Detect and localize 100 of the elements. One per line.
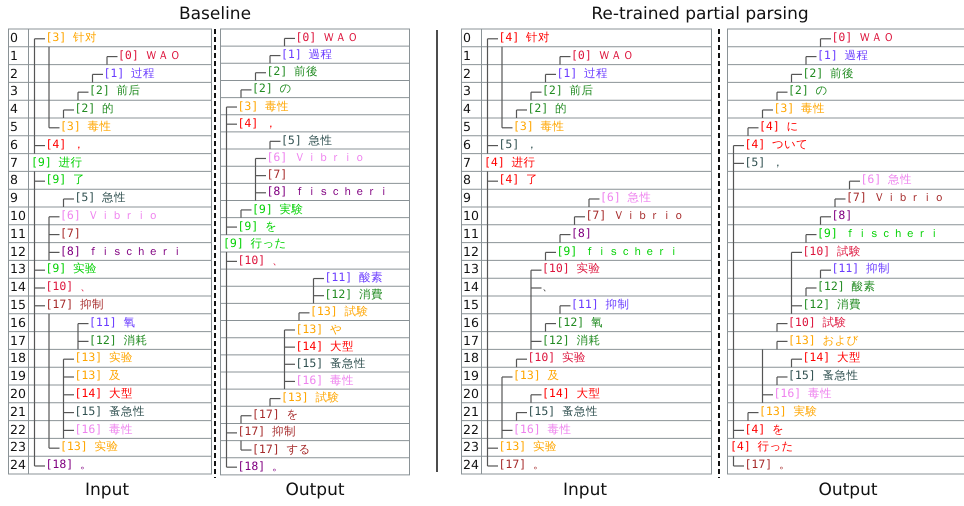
row-number: 17 (10, 332, 26, 348)
token-label: [17] する (252, 442, 311, 457)
token-label: [10] 、 (46, 279, 92, 295)
row-number: 13 (463, 261, 479, 278)
row-number: 16 (10, 314, 26, 331)
row-number: 7 (463, 154, 471, 170)
token-label: [8] (832, 208, 852, 224)
row-number: 0 (463, 30, 471, 46)
token-label: [1] 過程 (817, 48, 869, 64)
row-number: 12 (10, 244, 26, 260)
row-number: 23 (10, 439, 26, 456)
token-label: [4] ついて (744, 136, 808, 153)
token-label: [5] ， (744, 154, 784, 170)
token-label: [15] 蚤急性 (296, 356, 366, 371)
token-label: [4] 了 (498, 172, 538, 188)
token-label: [7] Ｖｉｂｒｉｏ (846, 190, 946, 206)
token-label: [7] (266, 167, 288, 182)
token-label: [17] 。 (498, 457, 546, 473)
row-number: 16 (463, 314, 479, 331)
column-label: Input (84, 480, 130, 500)
column-label: Input (562, 480, 608, 500)
row-number: 14 (463, 279, 479, 295)
row-number: 20 (463, 386, 479, 402)
token-label: [4] 进行 (484, 154, 536, 170)
row-number: 6 (463, 136, 471, 153)
column-label: Output (818, 480, 878, 500)
row-number: 10 (463, 208, 479, 224)
token-label: [11] 抑制 (571, 297, 630, 313)
row-number: 10 (10, 208, 26, 224)
token-label: [10] 試験 (788, 314, 847, 331)
row-number: 2 (463, 66, 471, 82)
panel-title: Baseline (178, 4, 252, 24)
token-label: [14] 大型 (296, 338, 354, 354)
row-number: 4 (10, 101, 18, 117)
token-label: [13] 实验 (498, 439, 558, 456)
token-label: [16] 毒性 (296, 373, 354, 388)
panel-title: Re-trained partial parsing (591, 4, 809, 24)
token-label: [10] 、 (238, 252, 284, 268)
token-label: [2] 的 (528, 101, 568, 117)
token-label: [6] Ｖｉｂｒｉｏ (266, 150, 366, 166)
token-label: [1] 过程 (556, 66, 608, 82)
row-number: 3 (463, 83, 471, 100)
row-number: 12 (463, 244, 479, 260)
token-label: [14] 大型 (542, 386, 601, 402)
token-label: [9] 行った (223, 236, 287, 251)
row-number: 15 (10, 297, 26, 313)
token-label: [13] 实验 (74, 350, 134, 366)
row-number: 4 (463, 101, 471, 117)
row-number: 20 (10, 386, 26, 402)
token-label: [13] 及 (513, 368, 560, 384)
token-label: [11] 氧 (89, 314, 136, 331)
token-label: [0] ＷＡＯ (832, 30, 896, 46)
row-number: 24 (463, 457, 479, 473)
row-number: 22 (463, 422, 479, 438)
token-label: [3] 针对 (46, 30, 98, 46)
row-number: 5 (10, 119, 18, 135)
row-number: 5 (463, 119, 471, 135)
row-number: 1 (10, 48, 18, 64)
token-label: [6] 急性 (600, 190, 652, 206)
token-label: [3] 毒性 (238, 98, 290, 114)
token-label: [12] 消費 (324, 287, 384, 302)
row-number: 7 (10, 154, 18, 170)
token-label: [5] 急性 (281, 132, 333, 148)
row-number: 21 (10, 404, 26, 420)
token-label: [12] 消費 (802, 297, 862, 313)
token-label: [0] ＷＡＯ (296, 30, 360, 46)
token-label: [13] 実験 (759, 404, 818, 420)
token-label: [4] 行った (730, 439, 794, 456)
row-number: 18 (10, 350, 26, 366)
token-label: 、 (542, 279, 554, 295)
row-number: 2 (10, 66, 18, 82)
token-label: [5] ， (498, 136, 538, 153)
token-label: [4] ， (46, 136, 86, 153)
token-label: [17] 抑制 (238, 424, 296, 440)
token-label: [4] ， (238, 116, 278, 131)
token-label: [18] 。 (238, 458, 284, 474)
token-label: [6] Ｖｉｂｒｉｏ (60, 208, 160, 224)
token-label: [11] 抑制 (832, 261, 890, 278)
row-number: 17 (463, 332, 479, 348)
token-label: [2] 前後 (802, 66, 854, 82)
token-label: [0] ＷＡＯ (571, 48, 635, 64)
token-label: [2] 前後 (266, 64, 318, 80)
row-number: 14 (10, 279, 26, 295)
token-label: [8] (571, 226, 592, 242)
token-label: [5] 急性 (74, 190, 126, 206)
token-label: [2] 的 (74, 101, 114, 117)
token-label: [3] 毒性 (60, 119, 112, 135)
token-label: [9] 进行 (31, 154, 83, 170)
token-label: [13] 試験 (281, 390, 340, 406)
row-number: 9 (10, 190, 18, 206)
column-label: Output (285, 480, 345, 500)
token-label: [16] 毒性 (513, 422, 572, 438)
token-label: [15] 蚤急性 (788, 368, 859, 384)
token-label: [6] 急性 (860, 172, 912, 188)
token-label: [4] に (759, 119, 799, 135)
token-label: [2] の (788, 83, 828, 100)
row-number: 24 (10, 457, 26, 473)
token-label: [8] ｆｉｓｃｈｅｒｉ (60, 244, 184, 260)
row-number: 22 (10, 422, 26, 438)
token-label: [9] 了 (46, 172, 86, 188)
